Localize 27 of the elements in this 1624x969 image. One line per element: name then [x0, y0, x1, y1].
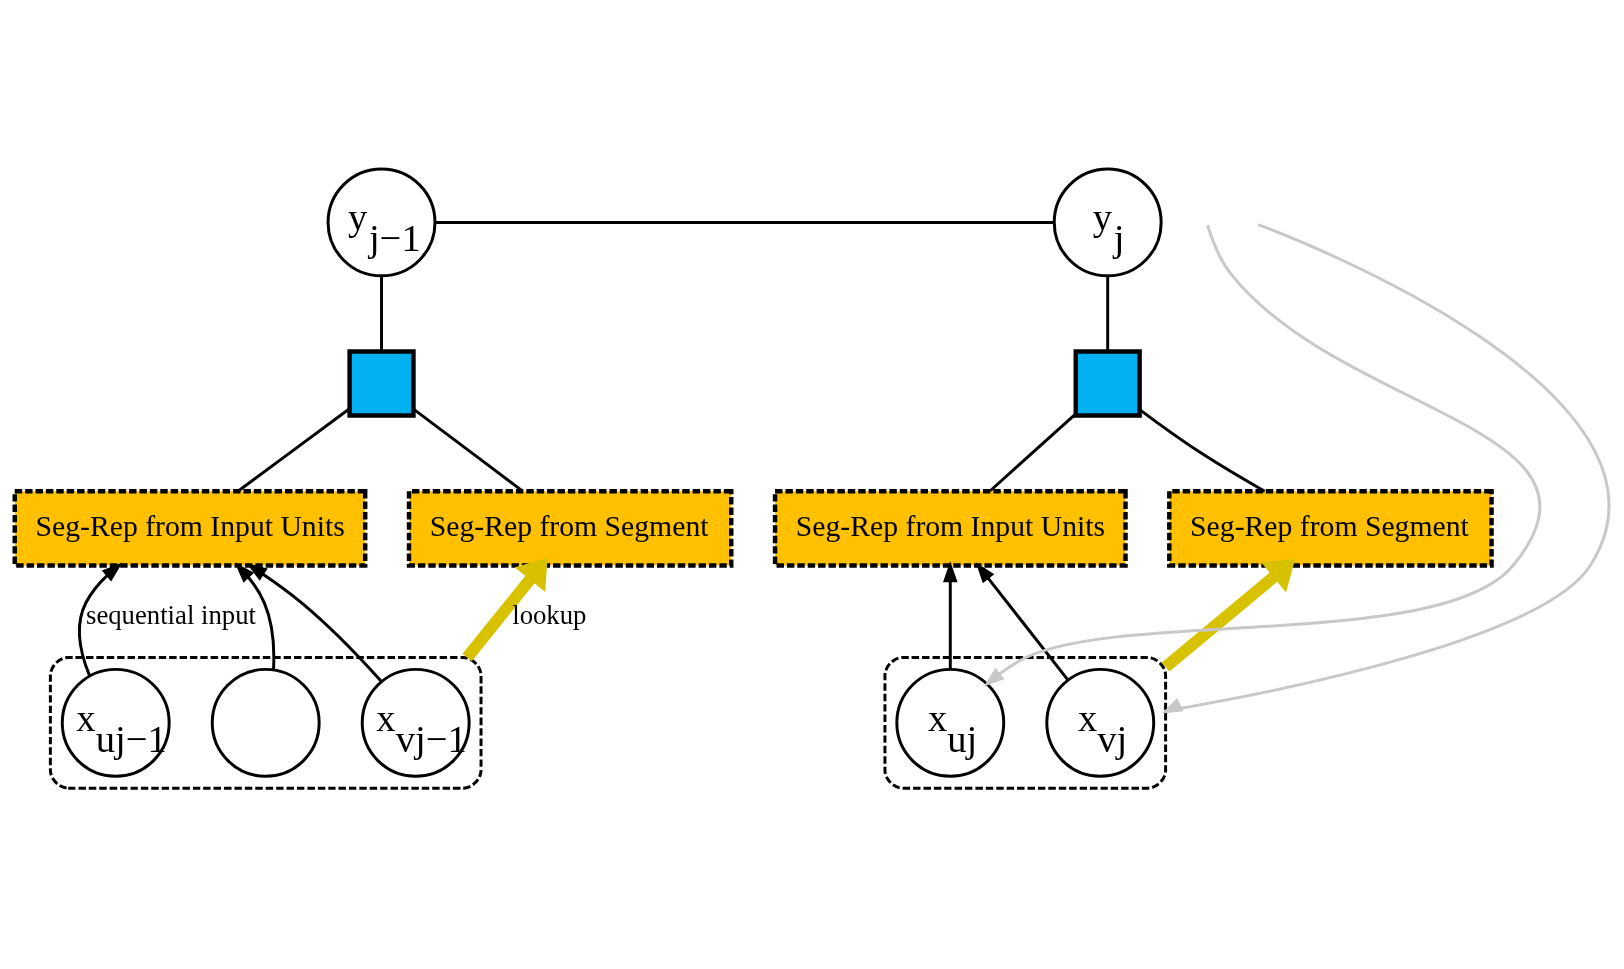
- node-box: Seg-Rep from Segment: [1167, 488, 1494, 568]
- node-box: Seg-Rep from Input Units: [12, 488, 368, 568]
- arrow: [234, 562, 276, 670]
- cluster: [883, 656, 1168, 790]
- connector: [237, 407, 351, 492]
- node-box: Seg-Rep from Input Units: [772, 488, 1128, 568]
- connector: [989, 412, 1077, 492]
- arrow: [1161, 223, 1609, 714]
- edge-label: lookup: [512, 599, 587, 630]
- connector: [380, 276, 383, 352]
- arrow: [943, 561, 958, 669]
- arrow: [983, 224, 1541, 687]
- node-box: Seg-Rep from Segment: [406, 488, 734, 568]
- connector: [1138, 408, 1266, 493]
- connector: [1106, 276, 1110, 352]
- cluster: [48, 656, 483, 790]
- arrow: [975, 562, 1070, 682]
- arrow: [246, 563, 383, 683]
- arrow: [462, 557, 548, 662]
- node-box: [1073, 349, 1142, 418]
- connector: [412, 407, 524, 493]
- arrow: [1161, 559, 1296, 672]
- arrow: [77, 562, 123, 677]
- node-box: [347, 349, 416, 418]
- edge-label: sequential input: [86, 599, 256, 630]
- node-circle: [210, 667, 321, 778]
- connector: [435, 220, 1054, 224]
